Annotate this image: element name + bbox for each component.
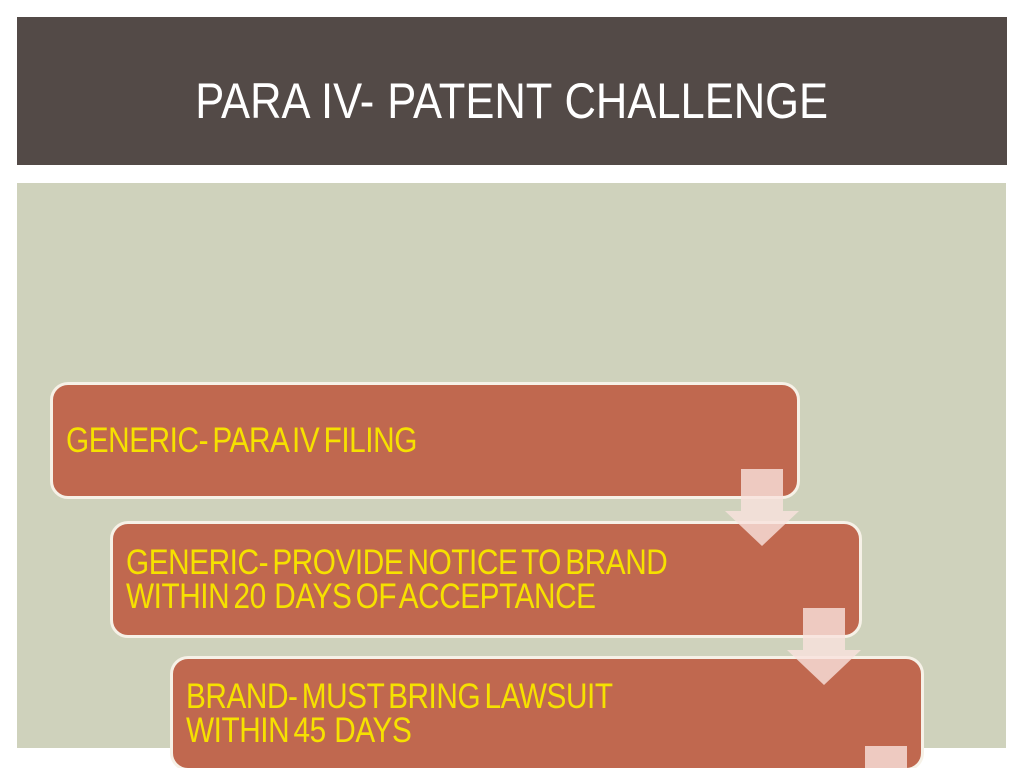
- step-box-brand-must-bring-lawsuit: BRAND- MUST BRING LAWSUIT WITHIN 45 DAYS: [170, 656, 924, 768]
- step-3-line-2: WITHIN 45 DAYS: [186, 710, 412, 750]
- step-2-line-1: GENERIC- PROVIDE NOTICE TO BRAND: [126, 543, 668, 583]
- step-1-line-1: GENERIC- PARA IV FILING: [66, 420, 417, 460]
- step-box-generic-para-iv-filing: GENERIC- PARA IV FILING: [50, 382, 800, 499]
- step-box-generic-provide-notice: GENERIC- PROVIDE NOTICE TO BRAND WITHIN …: [110, 521, 862, 638]
- step-2-line-2: WITHIN 20 DAYS OF ACCEPTANCE: [126, 576, 596, 616]
- slide-title: PARA IV- PATENT CHALLENGE: [195, 73, 829, 129]
- step-3-line-1: BRAND- MUST BRING LAWSUIT: [186, 677, 613, 717]
- content-panel: GENERIC- PARA IV FILING GENERIC- PROVIDE…: [17, 183, 1006, 768]
- title-bar: PARA IV- PATENT CHALLENGE: [17, 17, 1007, 165]
